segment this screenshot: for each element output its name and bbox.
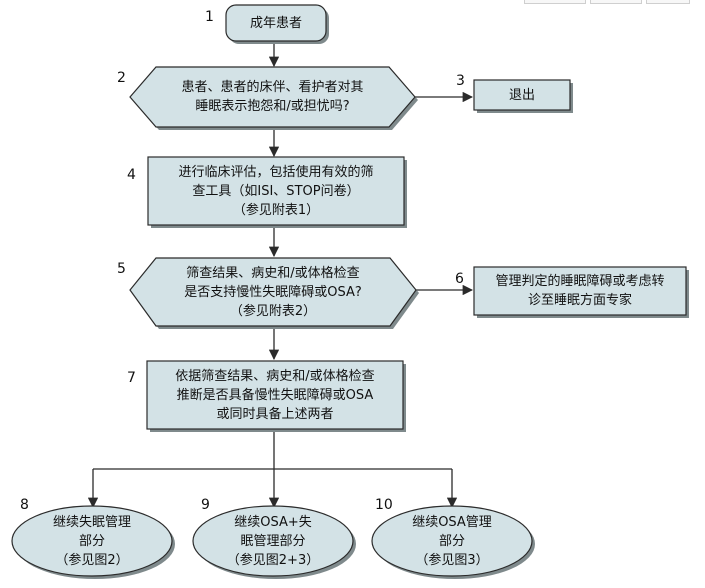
node-9-text: 继续OSA+失 眠管理部分 （参见图2+3） — [203, 508, 343, 574]
top-edge-artifact — [646, 0, 690, 4]
node-7-line: 依据筛查结果、病史和/或体格检查 — [175, 368, 375, 384]
node-4-line: 查工具（如ISI、STOP问卷） — [192, 183, 360, 199]
node-2-shape — [129, 66, 418, 130]
node-5-text: 筛查结果、病史和/或体格检查 是否支持慢性失眠障碍或OSA? （参见附表2） — [150, 258, 396, 326]
node-6-text: 管理判定的睡眠障碍或考虑转 诊至睡眠方面专家 — [474, 267, 686, 315]
node-6-line: 管理判定的睡眠障碍或考虑转 — [495, 274, 665, 289]
node-9-line: （参见图2+3） — [226, 552, 320, 568]
node-4-line: （参见附表1） — [232, 202, 320, 218]
node-9-line: 继续OSA+失 — [234, 514, 312, 530]
step-number-6: 6 — [455, 271, 464, 287]
node-3-line: 退出 — [508, 87, 535, 103]
node-6-line: 诊至睡眠方面专家 — [527, 293, 632, 308]
node-8-shape — [11, 505, 175, 579]
node-9-shape — [192, 505, 356, 579]
node-10-line: 部分 — [438, 533, 465, 549]
step-number-5: 5 — [117, 261, 126, 277]
node-9-line: 眠管理部分 — [240, 533, 306, 549]
step-number-3: 3 — [456, 73, 465, 89]
node-8-line: 继续失眠管理 — [52, 514, 131, 530]
node-5-line: （参见附表2） — [229, 303, 317, 319]
node-1-line: 成年患者 — [249, 15, 302, 31]
node-1-shape — [225, 4, 329, 44]
step-number-8: 8 — [20, 497, 29, 513]
node-3-shape — [473, 79, 573, 113]
node-8-line: 部分 — [78, 533, 105, 549]
node-10-text: 继续OSA管理 部分 （参见图3） — [382, 508, 522, 574]
node-2-line: 睡眠表示抱怨和/或担忧吗? — [195, 99, 350, 114]
connectors — [87, 44, 474, 509]
top-edge-artifact — [524, 0, 586, 4]
node-5-line: 筛查结果、病史和/或体格检查 — [186, 265, 360, 281]
node-10-line: （参见图3） — [415, 552, 489, 568]
node-7-shape — [146, 360, 406, 432]
node-2-text: 患者、患者的床伴、看护者对其 睡眠表示抱怨和/或担忧吗? — [150, 67, 395, 127]
node-2-line: 患者、患者的床伴、看护者对其 — [181, 80, 364, 95]
node-10-shape — [371, 505, 535, 579]
node-7-line: 或同时具备上述两者 — [216, 406, 334, 422]
step-number-2: 2 — [117, 70, 126, 86]
step-number-1: 1 — [205, 9, 214, 25]
node-6-shape — [473, 266, 689, 318]
node-3-text: 退出 — [474, 80, 570, 110]
node-1-text: 成年患者 — [226, 5, 326, 41]
node-10-line: 继续OSA管理 — [412, 514, 492, 530]
node-8-line: （参见图2） — [55, 552, 129, 568]
node-4-line: 进行临床评估，包括使用有效的筛 — [178, 164, 374, 180]
node-5-shape — [129, 257, 419, 329]
node-4-text: 进行临床评估，包括使用有效的筛 查工具（如ISI、STOP问卷） （参见附表1） — [148, 157, 404, 225]
step-number-7: 7 — [127, 370, 136, 386]
top-edge-artifact — [590, 0, 642, 4]
node-8-text: 继续失眠管理 部分 （参见图2） — [22, 508, 162, 574]
step-number-4: 4 — [127, 167, 136, 183]
node-7-line: 推断是否具备慢性失眠障碍或OSA — [176, 387, 374, 403]
node-5-line: 是否支持慢性失眠障碍或OSA? — [184, 284, 362, 300]
node-4-shape — [147, 156, 407, 228]
step-number-10: 10 — [375, 497, 393, 513]
step-number-9: 9 — [201, 497, 210, 513]
node-7-text: 依据筛查结果、病史和/或体格检查 推断是否具备慢性失眠障碍或OSA 或同时具备上… — [147, 361, 403, 429]
